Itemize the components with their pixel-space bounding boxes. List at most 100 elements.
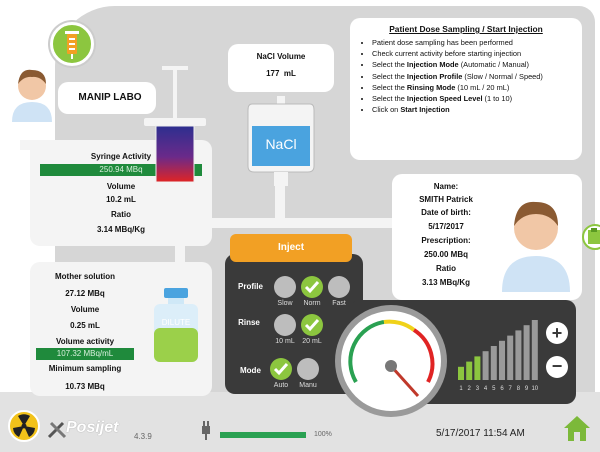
patient-prescription-label: Prescription: <box>421 236 471 245</box>
instruction-text: Select the <box>372 71 407 81</box>
instruction-text: Select the <box>372 60 407 70</box>
speed-level-bar[interactable] <box>466 361 473 380</box>
instructions-title: Patient Dose Sampling / Start Injection <box>389 24 543 34</box>
nacl-volume-panel: NaCl Volume 177 mL <box>228 44 334 92</box>
patient-panel: Name: SMITH Patrick Date of birth: 5/17/… <box>392 174 582 300</box>
profile-option-fast[interactable] <box>328 276 350 298</box>
home-button[interactable] <box>562 414 592 442</box>
rinse-option-label: 10 mL <box>275 338 295 345</box>
speed-level-label: 5 <box>492 386 496 392</box>
patient-prescription: 250.00 MBq <box>423 250 469 259</box>
home-icon <box>564 416 590 441</box>
nacl-volume-value: 177 <box>266 69 280 78</box>
speed-level-bar[interactable] <box>490 346 497 380</box>
instruction-item: Click on Start Injection <box>372 104 572 115</box>
mode-option-label: Manu <box>299 382 317 389</box>
instruction-text: (10 mL / 20 mL) <box>455 82 510 92</box>
mode-option-manu[interactable] <box>297 358 319 380</box>
instructions-panel: Patient Dose Sampling / Start Injection … <box>350 18 582 160</box>
syringe-volume-value: 10.2 mL <box>106 195 136 204</box>
patient-avatar <box>498 186 574 292</box>
rinse-option-20-ml[interactable] <box>301 314 323 336</box>
speed-level-bar[interactable] <box>474 356 481 380</box>
speed-level-label: 7 <box>509 386 513 392</box>
rinse-option-label: 20 mL <box>302 338 322 345</box>
instruction-keyword: Injection Speed Level <box>406 94 483 104</box>
speed-level-bar[interactable] <box>515 330 522 380</box>
speed-minus-button[interactable]: − <box>546 356 568 378</box>
instruction-text: Check current activity before starting i… <box>372 49 522 59</box>
battery-progress-track <box>220 432 306 438</box>
speed-level-bar[interactable] <box>523 325 530 380</box>
rinse-option-10-ml[interactable] <box>274 314 296 336</box>
speed-level-label: 4 <box>484 386 488 392</box>
profile-option-slow[interactable] <box>274 276 296 298</box>
profile-option-label: Fast <box>332 300 346 307</box>
radiation-icon <box>13 414 35 437</box>
mother-volume-activity-label: Volume activity <box>55 337 115 346</box>
syringe-activity-panel: Syringe Activity 250.94 MBq Volume 10.2 … <box>30 140 212 246</box>
patient-dob: 5/17/2017 <box>428 222 464 231</box>
brand-logo: Posijet <box>66 419 119 436</box>
pipe <box>275 185 285 225</box>
nacl-volume-title: NaCl Volume <box>256 52 306 61</box>
instruction-item: Select the Rinsing Mode (10 mL / 20 mL) <box>372 82 572 93</box>
minus-icon: − <box>551 356 563 376</box>
radiation-button[interactable] <box>8 410 40 442</box>
nacl-volume-unit: mL <box>283 69 296 78</box>
nacl-volume-readout: 177 mL <box>228 69 334 78</box>
instructions-list: Patient dose sampling has been performed… <box>360 37 572 115</box>
inject-button[interactable]: Inject <box>230 234 352 262</box>
speed-level-bar[interactable] <box>507 335 514 380</box>
speed-level-label: 1 <box>459 386 463 392</box>
instruction-keyword: Injection Mode <box>406 60 459 70</box>
speed-level-label: 6 <box>500 386 504 392</box>
profile-label: Profile <box>238 282 263 291</box>
syringe-activity-label: Syringe Activity <box>90 152 152 161</box>
instruction-text: Select the <box>372 82 407 92</box>
check-icon <box>304 281 320 294</box>
mother-volume-label: Volume <box>70 305 100 314</box>
instruction-keyword: Start Injection <box>400 105 450 115</box>
instruction-text: (Automatic / Manual) <box>458 60 529 70</box>
mother-title: Mother solution <box>55 272 115 281</box>
speed-level-bar[interactable] <box>499 340 505 380</box>
check-icon <box>304 319 320 332</box>
patient-ratio-label: Ratio <box>436 264 456 273</box>
profile-option-label: Slow <box>277 300 293 307</box>
instruction-keyword: Rinsing Mode <box>406 82 456 92</box>
speed-level-label: 9 <box>525 386 529 392</box>
instruction-item: Select the Injection Speed Level (1 to 1… <box>372 93 572 104</box>
instruction-text: Select the <box>372 94 407 104</box>
operator-name: MANIP LABO <box>78 92 142 103</box>
mode-option-auto[interactable] <box>270 358 292 380</box>
speed-level-label: 10 <box>531 386 538 392</box>
nacl-bag: NaCl <box>244 96 318 186</box>
instruction-item: Select the Injection Mode (Automatic / M… <box>372 59 572 70</box>
instruction-item: Patient dose sampling has been performed <box>372 37 572 48</box>
rinse-label: Rinse <box>238 318 260 327</box>
plug-icon <box>198 420 214 440</box>
syringe-badge[interactable] <box>50 22 94 66</box>
operator-panel: MANIP LABO <box>58 82 156 114</box>
speed-level-bar[interactable] <box>531 320 538 380</box>
side-tab-button[interactable] <box>582 224 600 250</box>
speed-level-bar[interactable] <box>482 351 489 380</box>
syringe-icon <box>65 31 79 59</box>
mother-volume-value: 0.25 mL <box>70 321 100 330</box>
syringe-volume-label: Volume <box>106 182 136 191</box>
mother-min-sampling-label: Minimum sampling <box>48 364 122 373</box>
patient-name-label: Name: <box>433 182 459 191</box>
instruction-keyword: Injection Profile <box>406 71 463 81</box>
tools-icon[interactable] <box>46 418 68 440</box>
speed-plus-button[interactable]: + <box>546 322 568 344</box>
syringe-ratio-value: 3.14 MBq/Kg <box>96 225 145 234</box>
patient-dob-label: Date of birth: <box>421 208 471 217</box>
clipboard-icon <box>588 228 600 244</box>
profile-option-norm[interactable] <box>301 276 323 298</box>
mother-volume-activity-value: 107.32 MBq/mL <box>36 348 134 360</box>
syringe-ratio-label: Ratio <box>111 210 131 219</box>
battery-progress-fill <box>220 432 306 438</box>
speed-level-bar[interactable] <box>458 366 464 380</box>
